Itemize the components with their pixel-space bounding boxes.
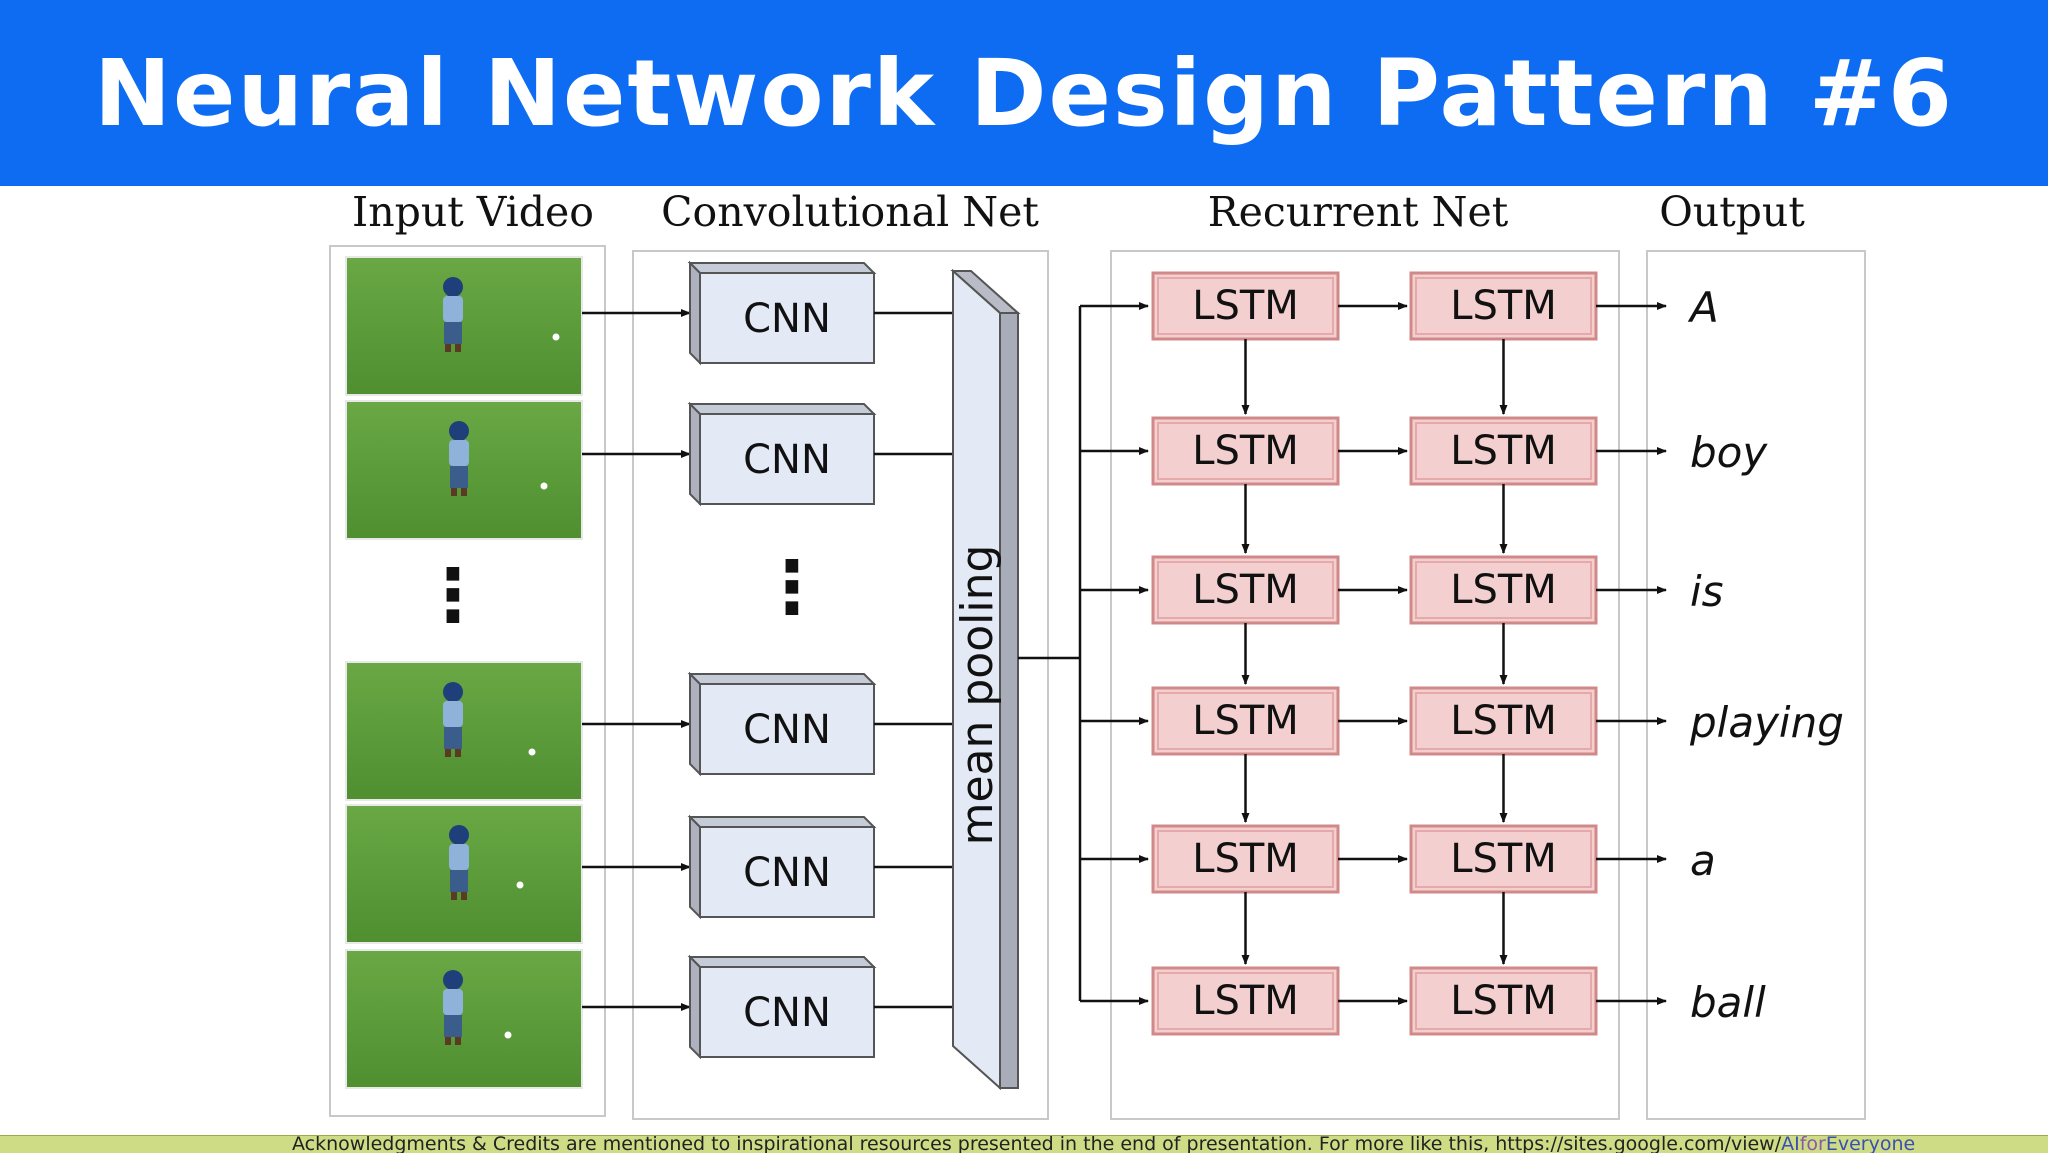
- output-word: playing: [1689, 698, 1844, 747]
- lstm-cell: LSTM: [1151, 416, 1340, 486]
- video-frame: [345, 400, 583, 540]
- lstm-label: LSTM: [1450, 428, 1557, 474]
- lstm-cell: LSTM: [1409, 824, 1598, 894]
- recurrent-net-panel: [1110, 250, 1620, 1120]
- lstm-label: LSTM: [1450, 978, 1557, 1024]
- title-bar: Neural Network Design Pattern #6: [0, 0, 2048, 186]
- frames-ellipsis: ⋮: [417, 553, 489, 637]
- lstm-label: LSTM: [1192, 698, 1299, 744]
- lstm-label: LSTM: [1450, 698, 1557, 744]
- cnn-block: CNN: [687, 401, 877, 507]
- lstm-cell: LSTM: [1151, 686, 1340, 756]
- output-word: boy: [1690, 428, 1768, 477]
- input-video-panel: [329, 245, 606, 1117]
- video-frames: [345, 256, 691, 1089]
- lstm-label: LSTM: [1192, 567, 1299, 613]
- footer-link-ai[interactable]: AI: [1781, 1135, 1800, 1153]
- cnn-blocks: CNN CNN CNN CNN CNN: [687, 260, 967, 1060]
- lstm-label: LSTM: [1450, 283, 1557, 329]
- credits-footer: Acknowledgments & Credits are mentioned …: [0, 1135, 2048, 1153]
- lstm-cell: LSTM: [1409, 686, 1598, 756]
- lstm-cell: LSTM: [1409, 555, 1598, 625]
- lstm-cell: LSTM: [1151, 271, 1340, 341]
- cnn-label: CNN: [743, 707, 831, 753]
- cnn-block: CNN: [687, 954, 877, 1060]
- video-frame: [345, 804, 583, 944]
- lstm-label: LSTM: [1450, 836, 1557, 882]
- lstm-label: LSTM: [1450, 567, 1557, 613]
- header-input-video: Input Video: [352, 188, 594, 236]
- lstm-cell: LSTM: [1409, 271, 1598, 341]
- output-panel: [1646, 250, 1866, 1120]
- slide-title: Neural Network Design Pattern #6: [94, 39, 1954, 147]
- lstm-cell: LSTM: [1409, 416, 1598, 486]
- header-recurrent-net: Recurrent Net: [1208, 188, 1509, 236]
- cnn-label: CNN: [743, 850, 831, 896]
- cnn-label: CNN: [743, 437, 831, 483]
- lstm-label: LSTM: [1192, 283, 1299, 329]
- lstm-label: LSTM: [1192, 978, 1299, 1024]
- header-convolutional-net: Convolutional Net: [661, 188, 1039, 236]
- output-word: a: [1690, 836, 1716, 885]
- lstm-cell: LSTM: [1151, 555, 1340, 625]
- lstm-label: LSTM: [1192, 836, 1299, 882]
- mean-pooling-block: mean pooling: [950, 268, 1021, 1091]
- mean-pooling-label: mean pooling: [952, 545, 1003, 846]
- pooling-connectors: [1018, 302, 1149, 1005]
- video-frame: [345, 661, 583, 801]
- video-frame: [345, 256, 583, 396]
- footer-link-for[interactable]: for: [1799, 1135, 1826, 1153]
- cnn-block: CNN: [687, 671, 877, 777]
- lstm-grid: LSTM LSTM LSTM LSTM LSTM LSTM LSTM LSTM LSTM LSTM…: [1151, 271, 1667, 1036]
- cnn-ellipsis: ⋮: [756, 545, 828, 629]
- cnn-label: CNN: [743, 990, 831, 1036]
- header-output: Output: [1659, 188, 1805, 236]
- lstm-label: LSTM: [1192, 428, 1299, 474]
- output-word: A: [1687, 283, 1719, 332]
- lstm-cell: LSTM: [1409, 966, 1598, 1036]
- footer-link-everyone[interactable]: Everyone: [1825, 1135, 1916, 1153]
- cnn-block: CNN: [687, 814, 877, 920]
- conv-net-panel: [632, 250, 1049, 1120]
- output-word: ball: [1690, 978, 1766, 1027]
- footer-text: Acknowledgments & Credits are mentioned …: [292, 1135, 1782, 1153]
- cnn-label: CNN: [743, 296, 831, 342]
- lstm-cell: LSTM: [1151, 966, 1340, 1036]
- output-word: is: [1690, 567, 1724, 616]
- lstm-cell: LSTM: [1151, 824, 1340, 894]
- cnn-block: CNN: [687, 260, 877, 366]
- video-frame: [345, 949, 583, 1089]
